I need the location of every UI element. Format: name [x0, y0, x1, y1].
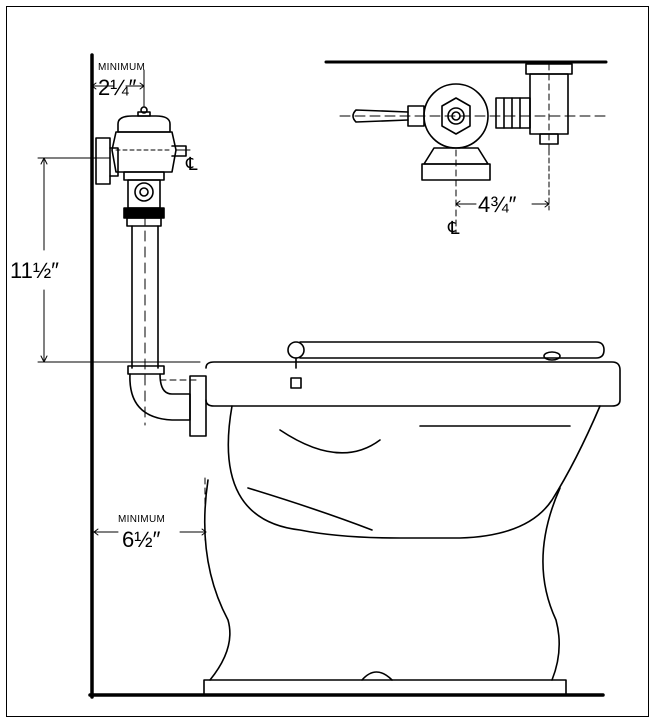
dimension-6-1-2 — [93, 528, 207, 536]
dimension-2-1-4 — [91, 69, 145, 107]
dimension-label-bottom: 6½″ — [122, 527, 161, 552]
dimension-11-1-2 — [37, 157, 201, 363]
dimension-label-height: 11½″ — [10, 258, 59, 283]
minimum-label-bottom: MINIMUM — [118, 514, 165, 525]
toilet-bowl — [203, 341, 621, 696]
plan-view-valve — [339, 63, 611, 233]
flush-tube — [127, 214, 207, 437]
dimension-4-3-4 — [455, 149, 550, 211]
flush-valve — [95, 106, 187, 227]
dimension-label-top: 2¼″ — [98, 75, 137, 100]
minimum-label-top: MINIMUM — [98, 62, 145, 73]
centerline-symbol-plan: ℄ — [447, 218, 460, 239]
dimension-label-offset: 4¾″ — [478, 192, 517, 217]
drawing-frame — [6, 6, 649, 717]
centerline-symbol-valve: ℄ — [185, 154, 198, 175]
